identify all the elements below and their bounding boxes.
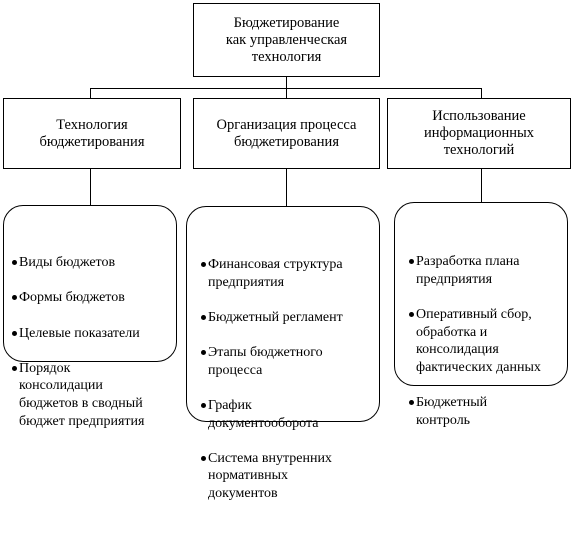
list-item: Оперативный сбор, обработка и консолидац… xyxy=(409,306,563,376)
root-node-title: Бюджетирование как управленческая технол… xyxy=(225,14,348,65)
list-item: Система внутренних нормативных документо… xyxy=(201,450,375,503)
root-stem-line xyxy=(286,77,288,89)
list-item: Бюджетный регламент xyxy=(201,309,375,327)
branch-1-drop-line xyxy=(90,88,92,98)
detail-list-budgeting-technology: Виды бюджетов Формы бюджетов Целевые пок… xyxy=(3,205,177,429)
root-node: Бюджетирование как управленческая технол… xyxy=(193,3,380,77)
branch-node-title: Технология бюджетирования xyxy=(39,116,145,150)
detail-list-information-technologies: Разработка плана предприятия Оперативный… xyxy=(394,202,568,428)
list-item: Бюджетный контроль xyxy=(409,394,563,429)
branch-3-drop-line xyxy=(481,88,483,98)
branch-1-detail-line xyxy=(90,168,92,205)
branch-2-drop-line xyxy=(286,88,288,98)
branch-node-budgeting-technology: Технология бюджетирования xyxy=(3,98,181,169)
branch-node-information-technologies: Использование информационных технологий xyxy=(387,98,571,169)
branch-3-detail-line xyxy=(481,168,483,202)
branch-node-title: Использование информационных технологий xyxy=(424,108,534,158)
detail-list-process-organization: Финансовая структура предприятия Бюджетн… xyxy=(186,206,380,501)
list-item: Целевые показатели xyxy=(12,325,172,343)
list-item: Формы бюджетов xyxy=(12,289,172,307)
list-item: Разработка плана предприятия xyxy=(409,253,563,288)
list-item: Этапы бюджетного процесса xyxy=(201,344,375,379)
list-item: Виды бюджетов xyxy=(12,254,172,272)
list-item: Финансовая структура предприятия xyxy=(201,256,375,291)
branch-2-detail-line xyxy=(286,168,288,206)
branch-node-title: Организация процесса бюджетирования xyxy=(216,116,357,150)
list-item: График документооборота xyxy=(201,397,375,432)
branch-node-process-organization: Организация процесса бюджетирования xyxy=(193,98,380,169)
list-item: Порядок консолидации бюджетов в сводный … xyxy=(12,360,172,430)
